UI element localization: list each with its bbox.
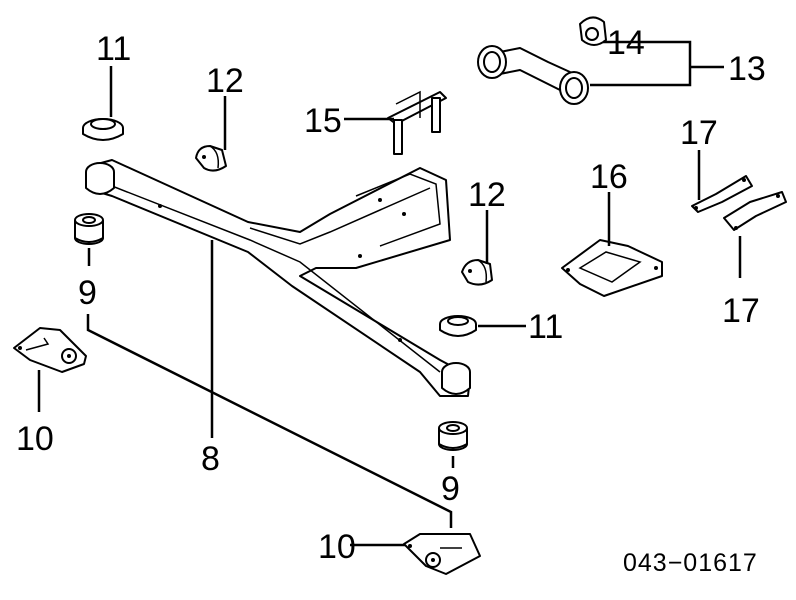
- callout-17-bottom: 17: [722, 292, 760, 330]
- callout-13: 13: [728, 50, 766, 88]
- part-8-crossmember: [85, 159, 471, 397]
- callout-8: 8: [201, 440, 220, 478]
- leader-lines: [37, 40, 742, 547]
- part-12-clip-right: [461, 259, 493, 286]
- callout-15: 15: [304, 102, 342, 140]
- callout-12-right: 12: [468, 176, 506, 214]
- diagram-code: 043−01617: [623, 549, 758, 577]
- part-9-sleeve-right: [438, 421, 468, 451]
- part-10-plate-left: [13, 327, 87, 373]
- callout-9-right: 9: [441, 470, 460, 508]
- part-11-bushing-right: [439, 315, 477, 337]
- part-17-bracket-top: [691, 175, 753, 213]
- part-9-sleeve-left: [74, 213, 104, 245]
- callout-12-left: 12: [206, 62, 244, 100]
- callout-10-bottom: 10: [318, 528, 356, 566]
- callout-14: 14: [607, 24, 645, 62]
- callout-11-top: 11: [96, 30, 131, 68]
- callout-11-right: 11: [528, 308, 563, 346]
- callout-9-left: 9: [78, 274, 97, 312]
- part-14-bushing: [579, 16, 607, 46]
- callout-17-top: 17: [680, 114, 718, 152]
- part-15-bracket: [387, 90, 447, 155]
- part-12-clip-left: [195, 145, 227, 172]
- part-11-bushing-top: [82, 118, 124, 141]
- callout-16: 16: [590, 158, 628, 196]
- part-10-plate-bottom: [403, 533, 481, 575]
- part-17-bracket-bottom: [723, 191, 787, 231]
- part-16-plate: [561, 239, 663, 297]
- part-13-upper-arm: [477, 45, 589, 105]
- callout-10-left: 10: [16, 420, 54, 458]
